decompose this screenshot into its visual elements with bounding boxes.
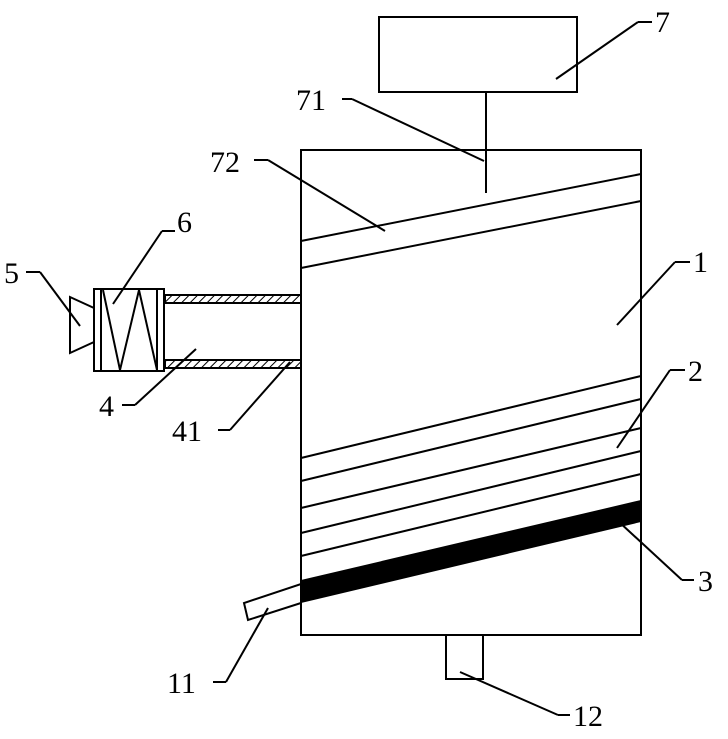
- side-pipe-top-wall: [164, 294, 302, 304]
- outlet-pipe: [242, 582, 302, 622]
- bottom-drain: [445, 634, 484, 680]
- leader-4: [134, 348, 197, 406]
- label-41: 41: [172, 415, 202, 448]
- upper-plate-line-b: [300, 200, 642, 269]
- leader-2: [616, 369, 671, 449]
- label-11: 11: [167, 667, 196, 700]
- leader-71-b: [351, 98, 485, 162]
- leader-72-b: [267, 159, 386, 232]
- side-pipe-bottom-wall: [164, 359, 302, 369]
- label-12: 12: [573, 700, 603, 733]
- label-72: 72: [210, 146, 240, 179]
- label-4: 4: [99, 390, 114, 423]
- leader-11: [225, 607, 269, 683]
- label-71: 71: [296, 84, 326, 117]
- leader-1: [616, 261, 676, 326]
- leader-6: [112, 230, 163, 305]
- label-6: 6: [177, 206, 192, 239]
- leader-7: [555, 21, 639, 80]
- spring-box-inner: [100, 288, 158, 372]
- upper-plate-line-a: [300, 173, 642, 242]
- leader-3: [617, 520, 683, 581]
- leader-12: [459, 671, 559, 716]
- leader-5-b: [39, 271, 81, 327]
- label-5: 5: [4, 257, 19, 290]
- layer-line-4: [300, 450, 642, 534]
- label-2: 2: [688, 355, 703, 388]
- label-7: 7: [655, 6, 670, 39]
- filter-layer: [301, 500, 641, 603]
- layer-line-3: [300, 427, 642, 509]
- leader-41: [229, 361, 291, 431]
- spring-zigzag: [102, 289, 158, 371]
- top-box: [378, 16, 578, 93]
- layer-line-2: [300, 398, 642, 482]
- layer-line-5: [300, 473, 642, 557]
- nozzle: [69, 295, 95, 355]
- label-3: 3: [698, 565, 713, 598]
- label-1: 1: [693, 246, 708, 279]
- layer-line-1: [300, 375, 642, 459]
